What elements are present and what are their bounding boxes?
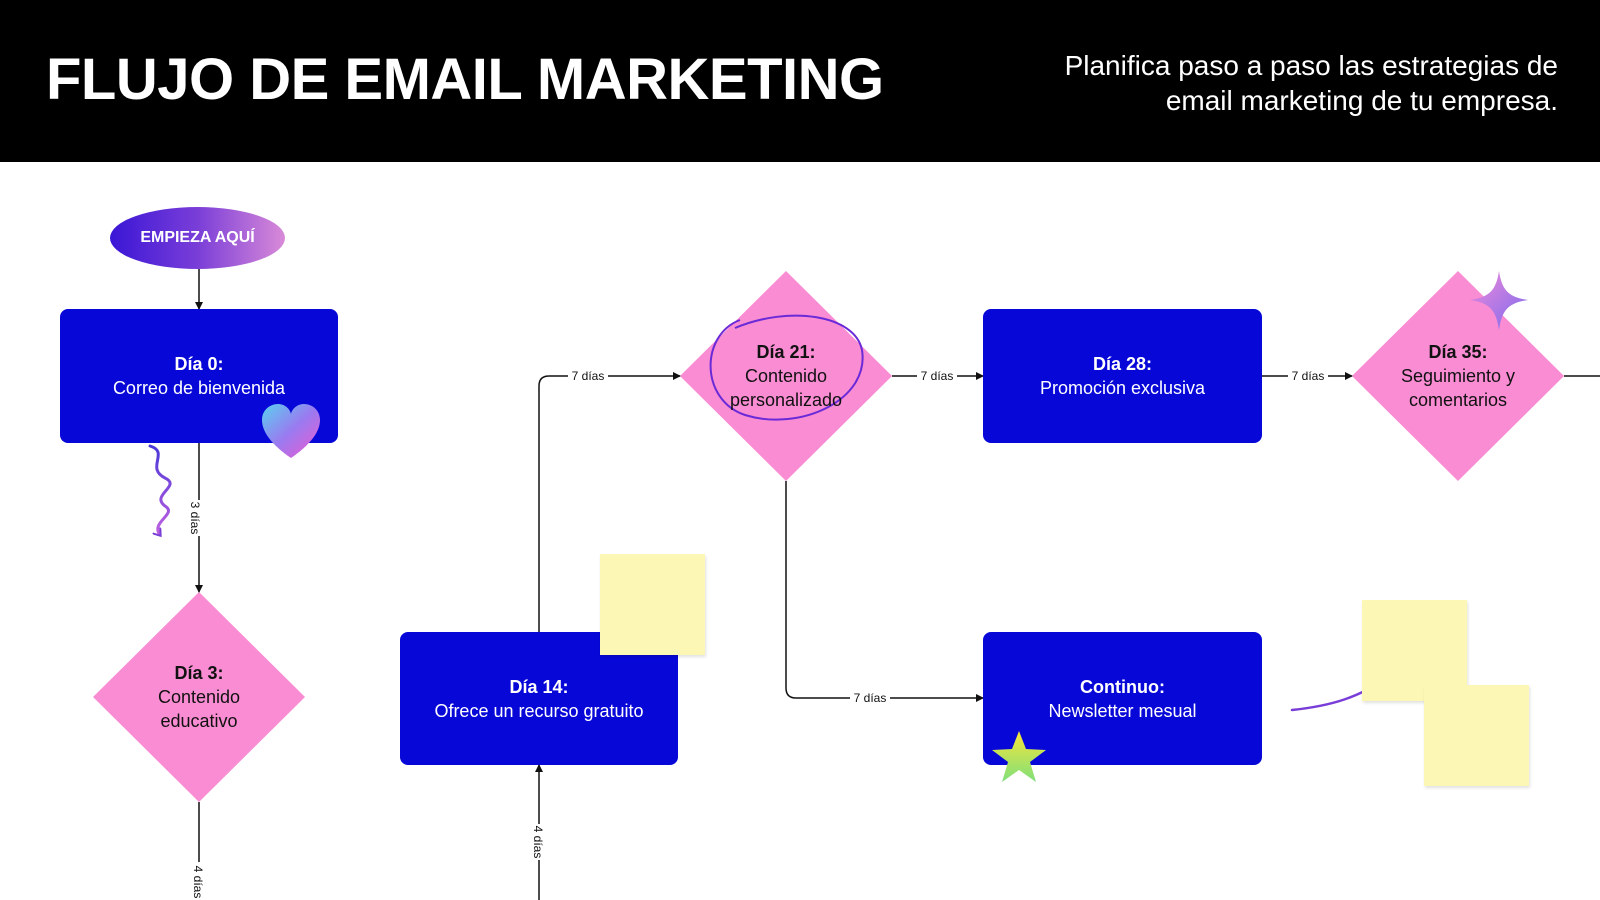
squiggle-arrow-icon bbox=[148, 444, 172, 535]
day21-label: Día 21: Contenido personalizado bbox=[706, 336, 866, 416]
label-day3-down: 4 días bbox=[191, 866, 205, 899]
day14-text: Ofrece un recurso gratuito bbox=[434, 700, 644, 721]
day3-text-line2: educativo bbox=[160, 711, 238, 731]
day28-text: Promoción exclusiva bbox=[1039, 378, 1206, 398]
day35-text-line1: Seguimiento y bbox=[1400, 366, 1516, 386]
sticky-note[interactable] bbox=[1424, 685, 1529, 786]
continuo-heading: Continuo: bbox=[1080, 676, 1165, 697]
day21-heading: Día 21: bbox=[756, 342, 816, 362]
subtitle-line-2: email marketing de tu empresa. bbox=[1165, 85, 1558, 116]
continuo-text: Newsletter mesual bbox=[1048, 700, 1197, 721]
label-up-day14: 4 días bbox=[531, 826, 545, 859]
day35-heading: Día 35: bbox=[1428, 342, 1488, 362]
sticky-note[interactable] bbox=[1362, 600, 1467, 701]
day21-text-line2: personalizado bbox=[729, 390, 843, 410]
label-day0-day3: 3 días bbox=[188, 502, 202, 535]
start-node: EMPIEZA AQUÍ bbox=[110, 207, 285, 269]
day3-label: Día 3: Contenido educativo bbox=[119, 657, 279, 737]
day3-text-line1: Contenido bbox=[157, 687, 241, 707]
edge-day14-day21 bbox=[538, 372, 681, 632]
day28-node: Día 28: Promoción exclusiva bbox=[983, 309, 1262, 443]
sticky-note[interactable] bbox=[600, 554, 705, 655]
day14-heading: Día 14: bbox=[509, 676, 569, 697]
label-day28-day35: 7 días bbox=[1292, 369, 1325, 383]
label-day14-day21: 7 días bbox=[572, 369, 605, 383]
day35-text-line2: comentarios bbox=[1408, 390, 1508, 410]
hand-drawn-circle bbox=[709, 314, 864, 421]
day3-heading: Día 3: bbox=[174, 663, 224, 683]
label-day21-day28: 7 días bbox=[921, 369, 954, 383]
day35-label: Día 35: Seguimiento y comentarios bbox=[1378, 336, 1538, 416]
label-day21-continuo: 7 días bbox=[854, 691, 887, 705]
day0-heading: Día 0: bbox=[174, 354, 224, 374]
day0-node: Día 0: Correo de bienvenida bbox=[60, 309, 338, 443]
header-bar: FLUJO DE EMAIL MARKETING Planifica paso … bbox=[0, 0, 1600, 162]
page-subtitle: Planifica paso a paso las estrategias de… bbox=[998, 48, 1558, 118]
day21-text-line1: Contenido bbox=[744, 366, 828, 386]
continuo-node: Continuo: Newsletter mesual bbox=[983, 632, 1262, 765]
day28-heading: Día 28: bbox=[1092, 354, 1153, 374]
subtitle-line-1: Planifica paso a paso las estrategias de bbox=[1064, 50, 1558, 81]
edge-day21-continuo bbox=[785, 481, 984, 702]
day3-diamond bbox=[93, 592, 305, 802]
page-title: FLUJO DE EMAIL MARKETING bbox=[46, 47, 884, 112]
day0-text: Correo de bienvenida bbox=[112, 378, 286, 398]
